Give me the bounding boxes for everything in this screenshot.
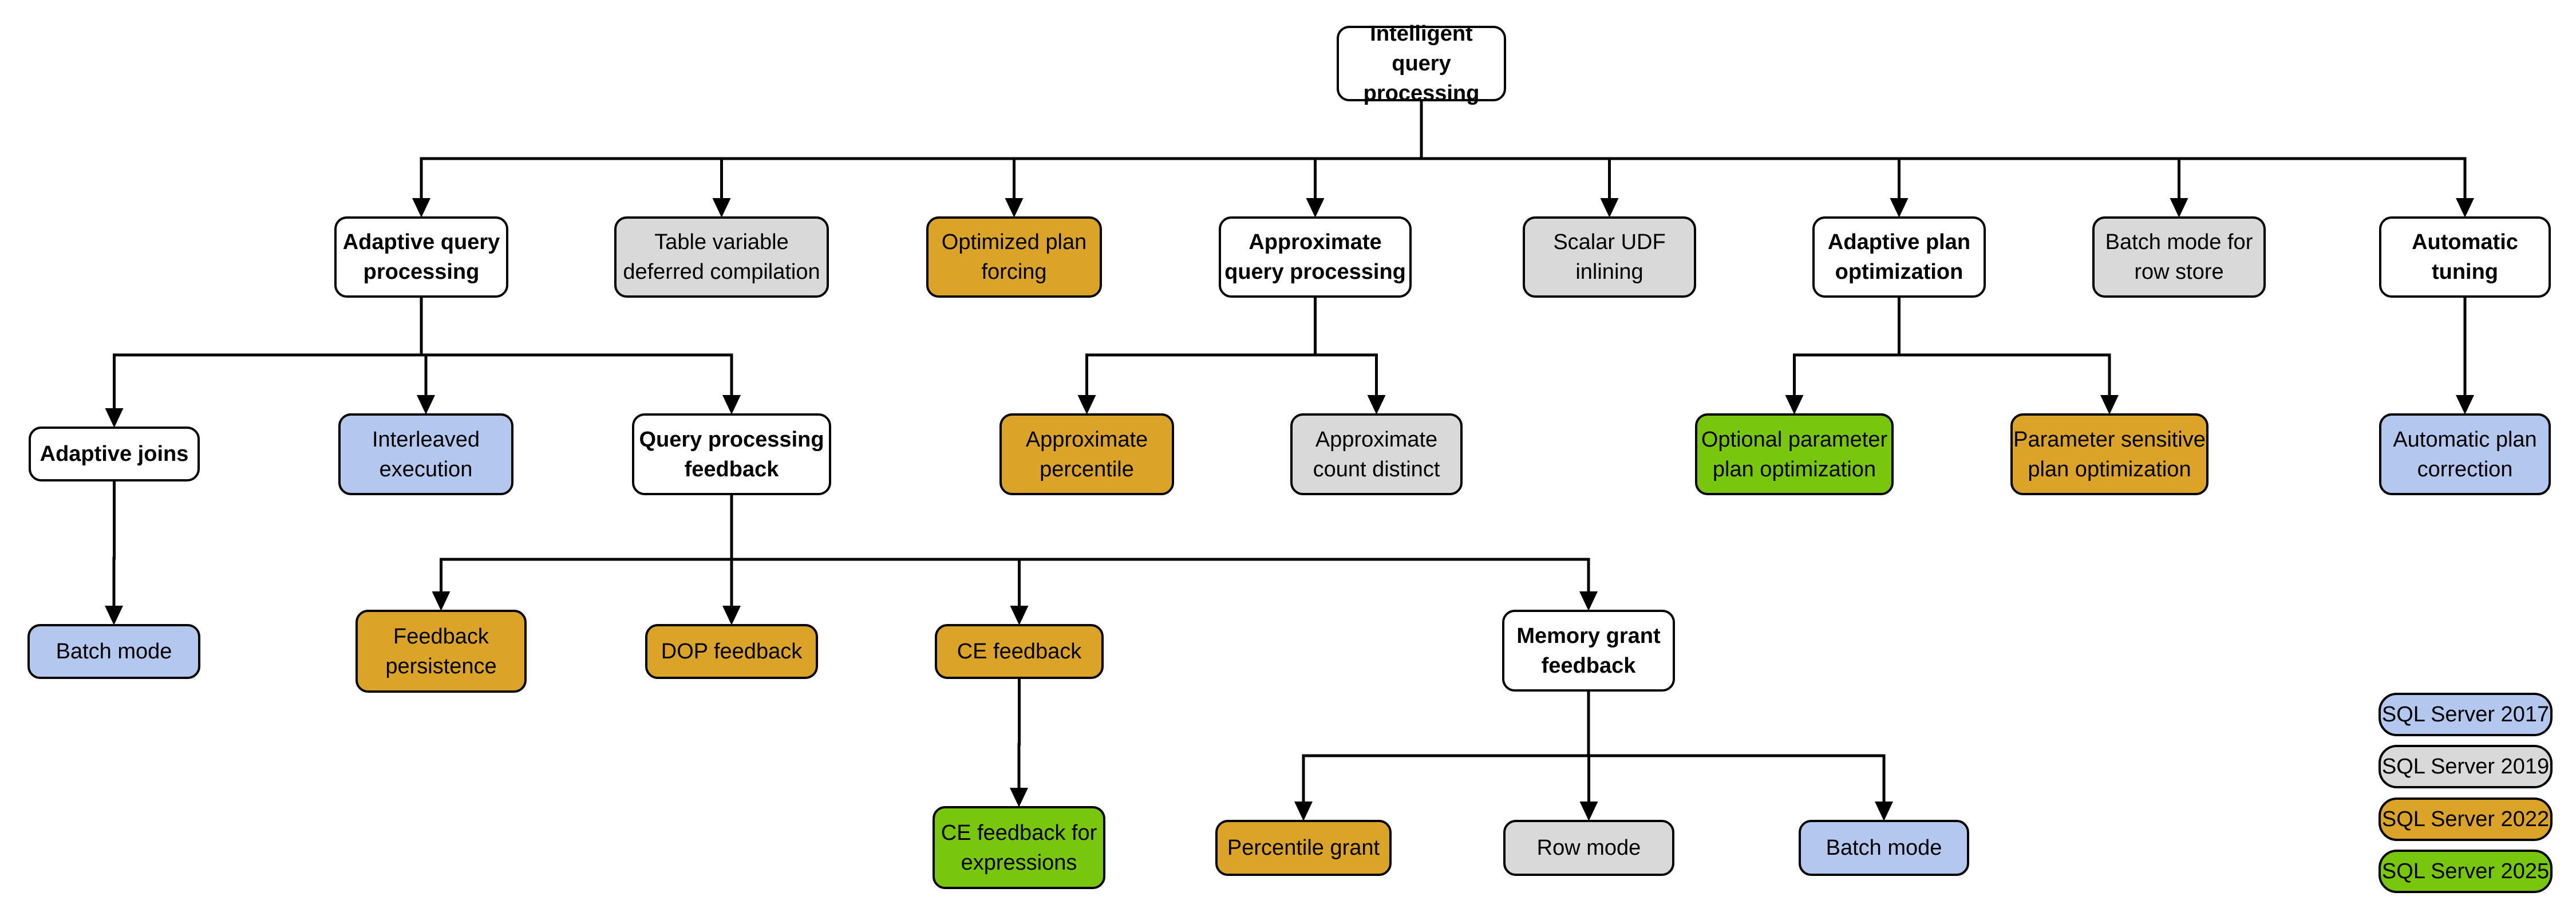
node-memory-grant-feedback: Memory grant feedback <box>1502 610 1675 692</box>
legend-item-sql-server-2017: SQL Server 2017 <box>2379 693 2553 736</box>
node-optional-parameter-plan-optimization: Optional parameter plan optimization <box>1695 413 1894 495</box>
node-parameter-sensitive-plan-optimization: Parameter sensitive plan optimization <box>2010 413 2208 495</box>
arrowhead <box>1367 395 1386 414</box>
node-automatic-tuning: Automatic tuning <box>2379 216 2551 298</box>
arrowhead <box>2170 198 2188 218</box>
arrowhead <box>432 591 451 611</box>
arrowhead <box>1875 802 1893 821</box>
arrowhead <box>1010 606 1029 625</box>
node-batch-mode-adaptive-joins: Batch mode <box>27 624 200 679</box>
node-adaptive-query-processing: Adaptive query processing <box>334 216 508 298</box>
arrowhead <box>722 395 741 414</box>
legend-item-sql-server-2019: SQL Server 2019 <box>2379 745 2553 788</box>
arrowhead <box>1010 788 1028 807</box>
node-intelligent-query-processing: Intelligent query processing <box>1337 22 1506 105</box>
node-batch-mode-for-row-store: Batch mode for row store <box>2092 216 2266 298</box>
node-table-variable-deferred-compilation: Table variable deferred compilation <box>614 216 829 298</box>
arrowhead <box>105 408 124 428</box>
arrowhead <box>1077 395 1096 414</box>
arrowhead <box>1306 198 1325 218</box>
arrowhead <box>1005 198 1024 218</box>
node-ce-feedback: CE feedback <box>935 624 1104 679</box>
arrowhead <box>1890 198 1909 218</box>
node-query-processing-feedback: Query processing feedback <box>632 413 831 495</box>
arrowhead <box>712 198 731 218</box>
arrowhead <box>1579 591 1598 611</box>
arrowhead <box>2100 395 2119 414</box>
arrowhead <box>2456 198 2474 218</box>
arrowhead <box>105 606 123 625</box>
node-interleaved-execution: Interleaved execution <box>338 413 513 495</box>
node-adaptive-plan-optimization: Adaptive plan optimization <box>1812 216 1986 298</box>
node-optimized-plan-forcing: Optimized plan forcing <box>926 216 1102 298</box>
legend-item-sql-server-2022: SQL Server 2022 <box>2379 797 2553 841</box>
arrowhead <box>722 606 741 625</box>
node-scalar-udf-inlining: Scalar UDF inlining <box>1523 216 1696 298</box>
arrowhead <box>1294 802 1313 821</box>
node-row-mode: Row mode <box>1503 820 1674 876</box>
node-approximate-count-distinct: Approximate count distinct <box>1290 413 1463 495</box>
node-dop-feedback: DOP feedback <box>645 624 818 679</box>
node-ce-feedback-for-expressions: CE feedback for expressions <box>933 806 1105 889</box>
node-adaptive-joins: Adaptive joins <box>29 427 200 481</box>
node-approximate-query-processing: Approximate query processing <box>1219 216 1412 298</box>
arrowhead <box>2456 395 2474 414</box>
node-batch-mode-memory-grant: Batch mode <box>1799 820 1969 876</box>
node-feedback-persistence: Feedback persistence <box>355 610 527 693</box>
arrowhead <box>1579 802 1598 821</box>
node-automatic-plan-correction: Automatic plan correction <box>2379 413 2551 495</box>
arrowhead <box>1600 198 1619 218</box>
arrowhead <box>417 395 435 414</box>
arrowhead <box>412 198 430 218</box>
legend-item-sql-server-2025: SQL Server 2025 <box>2379 850 2553 893</box>
node-approximate-percentile: Approximate percentile <box>999 413 1174 495</box>
arrowhead <box>1785 395 1804 414</box>
node-percentile-grant: Percentile grant <box>1215 820 1392 876</box>
